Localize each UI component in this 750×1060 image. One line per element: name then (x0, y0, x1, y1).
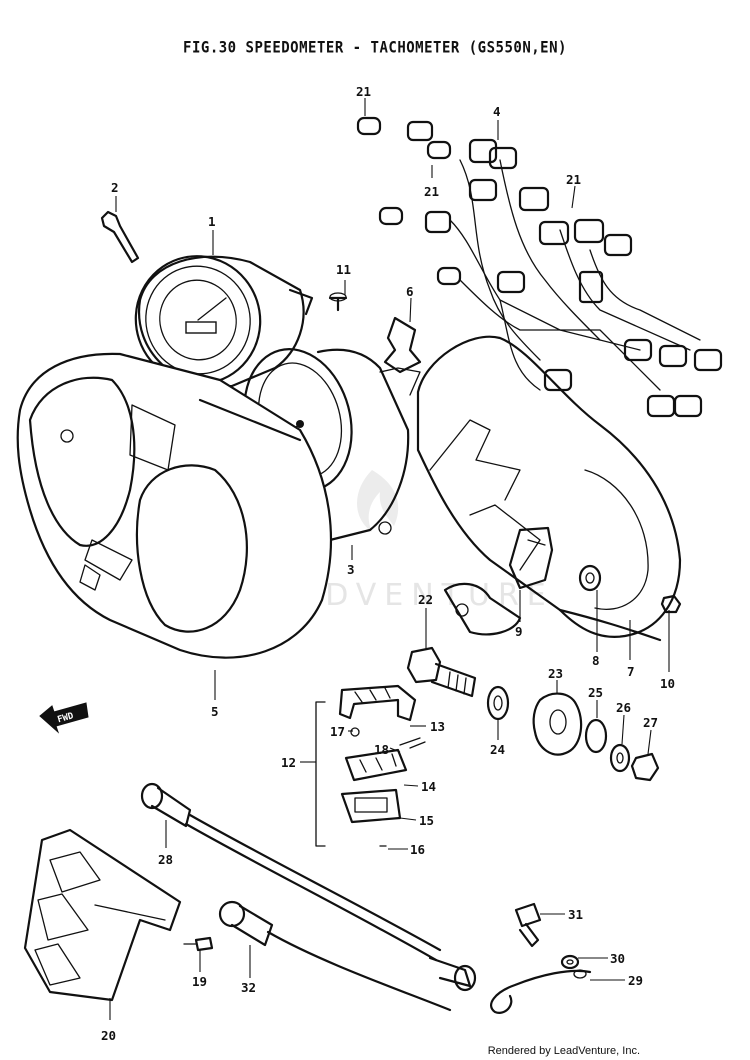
callout-20: 20 (101, 1028, 116, 1043)
fwd-label: FWD (56, 711, 75, 725)
callout-5: 5 (211, 704, 219, 719)
nut-10 (660, 594, 682, 614)
screw-19 (183, 936, 214, 952)
callout-3: 3 (347, 562, 355, 577)
indicator-bulbs-and-sockets (356, 116, 723, 418)
speedometer-cable-28 (140, 782, 477, 992)
callout-numbers: 1 2 3 4 5 6 7 8 9 10 11 12 13 14 15 16 1… (101, 84, 675, 1043)
meter-bracket (383, 316, 422, 374)
indicator-light-bracket (300, 684, 426, 847)
forward-direction-arrow: FWD (39, 702, 89, 734)
callout-14: 14 (421, 779, 436, 794)
callout-26: 26 (616, 700, 631, 715)
callout-23: 23 (548, 666, 563, 681)
washer-25 (584, 718, 608, 754)
callout-21a: 21 (356, 84, 371, 99)
callout-30: 30 (610, 951, 625, 966)
diagram-title: FIG.30 SPEEDOMETER - TACHOMETER (GS550N,… (183, 38, 567, 58)
bolt-22 (406, 646, 477, 698)
callout-11: 11 (336, 262, 351, 277)
callout-13: 13 (430, 719, 445, 734)
callout-9: 9 (515, 624, 523, 639)
callout-29: 29 (628, 973, 643, 988)
washer-30 (560, 954, 580, 970)
nut-27 (630, 752, 660, 782)
callout-22: 22 (418, 592, 433, 607)
callout-12: 12 (281, 755, 296, 770)
callout-28: 28 (158, 852, 173, 867)
callout-18: 18 (374, 742, 389, 757)
bolt-31 (514, 902, 542, 948)
tachometer-cable-32 (218, 900, 452, 1012)
callout-32: 32 (241, 980, 256, 995)
callout-10: 10 (660, 676, 675, 691)
callout-31: 31 (568, 907, 583, 922)
callout-17: 17 (330, 724, 345, 739)
screw-11 (328, 292, 348, 312)
callout-4: 4 (493, 104, 501, 119)
grommet-8 (578, 564, 602, 592)
callout-8: 8 (592, 653, 600, 668)
callout-leader-lines (109, 98, 670, 1020)
speedometer-gauge (134, 255, 314, 388)
callout-6: 6 (406, 284, 414, 299)
washer-24 (486, 685, 510, 721)
callout-21c: 21 (566, 172, 581, 187)
screw-2 (100, 210, 140, 264)
cushion-23 (532, 692, 583, 756)
meter-housing-cover (16, 352, 333, 659)
callout-2: 2 (111, 180, 119, 195)
callout-19: 19 (192, 974, 207, 989)
footer-credit: Rendered by LeadVenture, Inc. (487, 1045, 640, 1057)
callout-16: 16 (410, 842, 425, 857)
callout-7: 7 (627, 664, 635, 679)
callout-21b: 21 (424, 184, 439, 199)
callout-27: 27 (643, 715, 658, 730)
lamp-socket-9 (508, 526, 554, 590)
clip-29 (490, 969, 592, 1014)
callout-15: 15 (419, 813, 434, 828)
washer-26 (609, 743, 631, 773)
callout-25: 25 (588, 685, 603, 700)
callout-1: 1 (208, 214, 216, 229)
callout-24: 24 (490, 742, 505, 757)
cable-cover-20 (23, 828, 182, 1002)
